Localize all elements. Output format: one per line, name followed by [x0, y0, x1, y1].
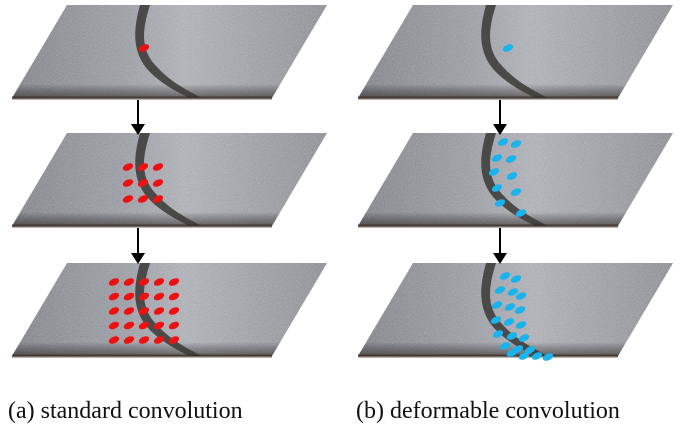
standard-level3-dot [168, 278, 180, 286]
deformable-level2-dot [510, 140, 522, 148]
standard-level3-dot [108, 336, 120, 344]
texture-plates [12, 5, 673, 358]
standard-level2-dot [152, 163, 164, 171]
standard-level2-dot [137, 195, 149, 203]
sampling-points [108, 44, 554, 361]
deformable-level3-dot [515, 321, 527, 329]
standard-level2-dot [122, 179, 134, 187]
deformable-level2-dot [488, 168, 500, 176]
plate-standard-convolution-level-3 [12, 263, 327, 358]
deformable-level3-dot [494, 286, 506, 294]
standard-level3-dot [153, 321, 165, 330]
arrow-standard-1 [131, 100, 145, 135]
deformable-level3-dot [515, 292, 527, 300]
deformable-level2-dot [491, 154, 503, 162]
standard-level3-dot [108, 321, 120, 330]
standard-level3-dot [153, 336, 165, 344]
deformable-level3-dot [531, 352, 543, 360]
deformable-level3-dot [499, 272, 511, 280]
arrows [131, 100, 507, 264]
standard-level2-dot [137, 179, 149, 187]
deformable-level3-dot [490, 316, 502, 324]
arrow-standard-2 [131, 228, 145, 264]
standard-level3-dot [138, 336, 150, 344]
deformable-level1-dot [502, 44, 514, 52]
standard-level3-dot [108, 307, 120, 315]
arrow-deformable-2 [493, 228, 507, 264]
plate-standard-convolution-level-1 [12, 5, 327, 100]
standard-level3-dot [123, 336, 135, 344]
standard-level3-dot [123, 307, 135, 315]
deformable-level3-dot [518, 352, 530, 360]
crack [135, 133, 202, 226]
plate-deformable-convolution-level-3 [358, 263, 673, 358]
deformable-level3-dot [514, 306, 526, 314]
deformable-level3-dot [542, 353, 554, 361]
caption-standard-convolution: (a) standard convolution [8, 398, 243, 424]
plate-standard-convolution-level-2 [12, 133, 327, 228]
deformable-level3-dot [506, 332, 518, 340]
standard-level3-dot [153, 307, 165, 315]
deformable-level2-dot [497, 138, 509, 146]
deformable-level3-dot [492, 330, 504, 338]
deformable-level3-dot [499, 342, 511, 350]
deformable-level2-dot [494, 199, 506, 207]
plate-deformable-convolution-level-2 [358, 133, 673, 228]
standard-level3-dot [123, 321, 135, 330]
deformable-level3-dot [524, 346, 536, 354]
deformable-level2-dot [510, 188, 522, 196]
deformable-level3-dot [504, 303, 516, 311]
deformable-level3-dot [518, 334, 530, 342]
standard-level3-dot [168, 321, 180, 330]
standard-level2-dot [152, 179, 164, 187]
standard-level2-dot [122, 195, 134, 203]
standard-level1-dot [138, 44, 150, 52]
standard-level3-dot [168, 307, 180, 315]
deformable-level3-dot [510, 275, 522, 283]
standard-level2-dot [152, 195, 164, 203]
standard-level3-dot [168, 336, 180, 344]
standard-level3-dot [108, 278, 120, 286]
arrow-deformable-1 [493, 100, 507, 135]
caption-deformable-convolution: (b) deformable convolution [356, 398, 620, 424]
deformable-level3-dot [506, 349, 518, 357]
deformable-level2-dot [491, 184, 503, 192]
standard-level3-dot [138, 292, 150, 301]
standard-level3-dot [138, 278, 150, 286]
standard-level3-dot [138, 321, 150, 330]
deformable-level2-dot [515, 209, 527, 217]
deformable-level3-dot [503, 318, 515, 326]
standard-level3-dot [123, 292, 135, 301]
standard-level3-dot [138, 307, 150, 315]
standard-level2-dot [137, 163, 149, 171]
crack [135, 263, 202, 356]
deformable-level3-dot [491, 301, 503, 309]
crack [481, 133, 548, 226]
crack [135, 5, 202, 98]
crack [481, 5, 548, 98]
standard-level3-dot [153, 278, 165, 286]
deformable-level2-dot [506, 172, 518, 180]
standard-level3-dot [153, 292, 165, 301]
standard-level3-dot [123, 278, 135, 286]
deformable-level2-dot [505, 155, 517, 163]
deformable-level3-dot [507, 288, 519, 296]
standard-level3-dot [168, 292, 180, 301]
standard-level3-dot [108, 292, 120, 301]
plate-deformable-convolution-level-1 [358, 5, 673, 100]
standard-level2-dot [122, 163, 134, 171]
